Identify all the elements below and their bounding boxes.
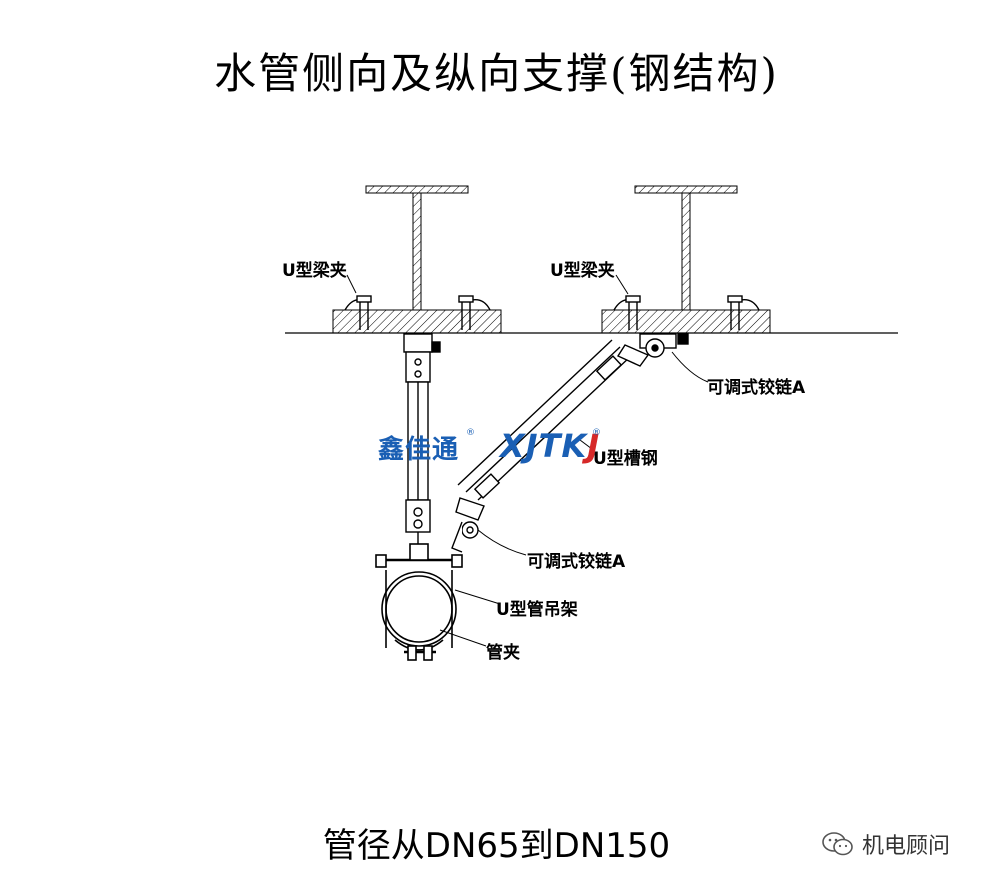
brand-reg-cn: ®	[466, 428, 475, 438]
diagram-subtitle: 管径从DN65到DN150	[322, 826, 671, 866]
label-pipe-hanger: U型管吊架	[496, 600, 578, 620]
label-channel-steel: U型槽钢	[592, 444, 659, 469]
u-channel-brace	[457, 339, 633, 501]
adjustable-hinge-bottom	[451, 497, 485, 553]
brand-reg-en: ®	[592, 428, 601, 438]
brand-logo-en-a: XJTK	[500, 427, 588, 465]
brand-logo-cn: 鑫佳通	[378, 435, 460, 465]
vertical-hanger	[403, 333, 441, 556]
watermark-text: 机电顾问	[862, 834, 951, 859]
watermark: 机电顾问	[822, 828, 950, 860]
adjustable-hinge-top	[616, 333, 689, 367]
pipe-clamp	[394, 639, 444, 661]
u-pipe-hanger	[375, 543, 463, 648]
u-beam-clamp-right	[613, 295, 760, 330]
label-beam-clamp-left: U型梁夹	[282, 261, 347, 281]
label-beam-clamp-right: U型梁夹	[550, 261, 615, 281]
u-beam-clamp-left	[344, 295, 491, 330]
label-hinge-bottom: 可调式铰链A	[527, 552, 626, 572]
wechat-icon	[822, 832, 853, 856]
i-beam-left	[332, 185, 502, 334]
label-pipe-clamp: 管夹	[486, 643, 520, 663]
diagram-title: 水管侧向及纵向支撑(钢结构)	[214, 49, 779, 98]
i-beam-right	[601, 185, 771, 334]
brand-logo-en: XJTKJ	[500, 427, 600, 465]
brand-logo-en-b: J	[587, 427, 601, 465]
leader-lines	[346, 274, 709, 647]
label-hinge-top: 可调式铰链A	[707, 378, 806, 398]
